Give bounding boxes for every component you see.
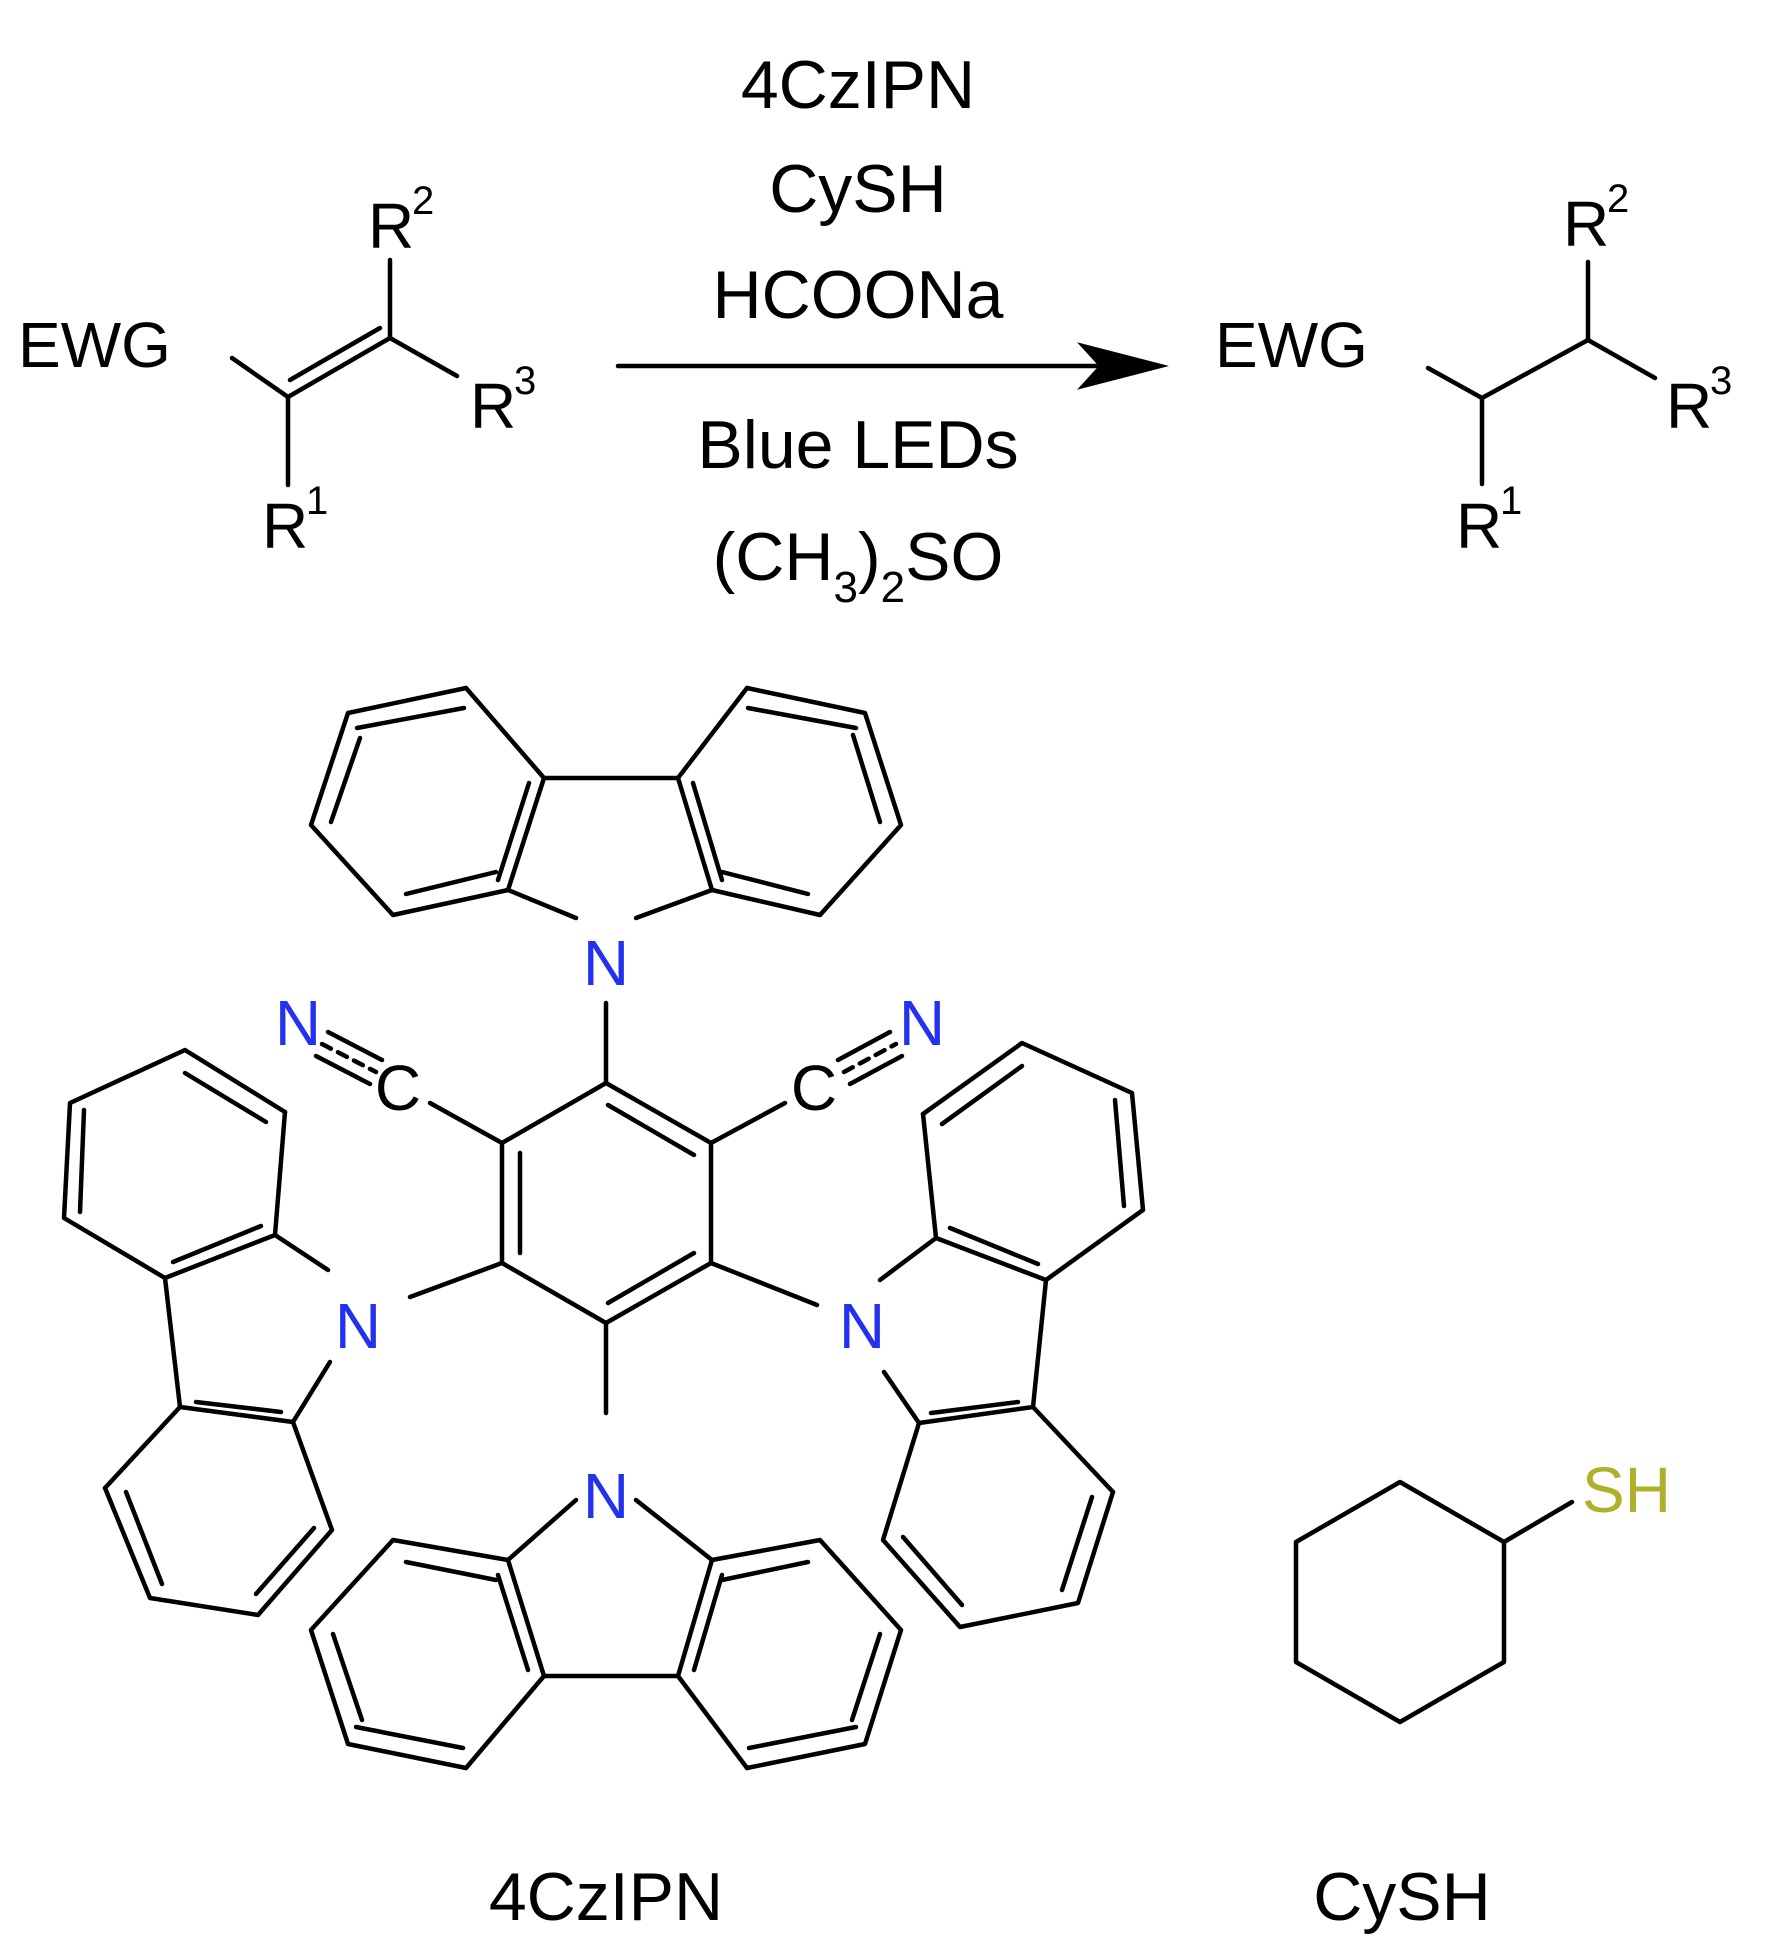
svg-text:2: 2 [1607, 177, 1629, 221]
condition-light: Blue LEDs [697, 407, 1018, 483]
reaction-arrow [615, 342, 1169, 390]
product-bond-cc [1479, 337, 1591, 401]
svg-text:2: 2 [412, 179, 434, 223]
reaction-conditions: 4CzIPN CySH HCOONa Blue LEDs (CH3)2SO [697, 47, 1018, 612]
cysh-structure: SH [1293, 1454, 1671, 1725]
svg-text:1: 1 [306, 479, 328, 523]
svg-text:3: 3 [1710, 359, 1732, 403]
product-bond-r3 [1585, 337, 1658, 381]
product-ewg-label: EWG [1215, 309, 1368, 381]
czipn-bond-c-left [427, 1100, 505, 1146]
czipn-nitrile-n-right: N [899, 987, 945, 1059]
cysh-bond-s [1501, 1499, 1575, 1545]
czipn-structure: N N N N C C N N [61, 685, 1146, 1771]
arrow-head [1077, 342, 1169, 390]
product-alkane: EWG R 1 R 2 R 3 [1215, 177, 1732, 562]
svg-text:R: R [1456, 490, 1502, 562]
product-r3-label: R 3 [1666, 359, 1732, 442]
czipn-bond-c-right [708, 1100, 788, 1146]
product-r2-label: R 2 [1563, 177, 1629, 260]
condition-photocatalyst: 4CzIPN [741, 47, 975, 123]
carbazole-left [61, 1047, 335, 1618]
svg-text:R: R [262, 490, 308, 562]
czipn-name: 4CzIPN [489, 1859, 723, 1935]
czipn-n-right: N [839, 1290, 885, 1362]
czipn-n-top: N [583, 927, 629, 999]
cysh-thiol-label: SH [1582, 1454, 1671, 1526]
product-r1-label: R 1 [1456, 479, 1522, 562]
carbazole-right [877, 1040, 1146, 1630]
carbazole-top [308, 685, 904, 921]
czipn-central-ring [499, 1080, 714, 1326]
condition-formate: HCOONa [713, 257, 1004, 333]
reactant-r1-label: R 1 [262, 479, 328, 562]
reactant-double-bond-inner [287, 325, 383, 383]
reactant-bond-ewg [229, 355, 291, 400]
czipn-nitrile-left-bond [313, 1029, 385, 1087]
czipn-bond-n-right [708, 1260, 820, 1308]
cyclohexane-ring [1293, 1479, 1507, 1725]
reactant-r3-label: R 3 [470, 359, 536, 442]
czipn-bond-n-left [407, 1260, 505, 1300]
svg-text:R: R [470, 370, 516, 442]
czipn-c-right: C [791, 1052, 837, 1124]
svg-text:3: 3 [514, 359, 536, 403]
czipn-n-bottom: N [583, 1460, 629, 1532]
condition-thiol: CySH [769, 151, 947, 227]
svg-text:R: R [1563, 188, 1609, 260]
reactant-alkene: EWG R 1 R 2 R 3 [18, 179, 536, 562]
svg-text:R: R [1666, 370, 1712, 442]
reactant-bond-r3 [387, 335, 460, 379]
czipn-nitrile-n-left: N [275, 987, 321, 1059]
czipn-c-left: C [375, 1052, 421, 1124]
reactant-ewg-label: EWG [18, 309, 171, 381]
reactant-double-bond [285, 335, 393, 400]
czipn-n-left: N [335, 1290, 381, 1362]
reactant-r2-label: R 2 [368, 179, 434, 262]
condition-solvent: (CH3)2SO [713, 519, 1004, 612]
product-bond-ewg [1425, 365, 1485, 401]
carbazole-bottom [308, 1497, 904, 1771]
cysh-name: CySH [1313, 1859, 1491, 1935]
czipn-nitrile-right-bond [835, 1029, 905, 1087]
svg-text:1: 1 [1500, 479, 1522, 523]
svg-text:R: R [368, 190, 414, 262]
